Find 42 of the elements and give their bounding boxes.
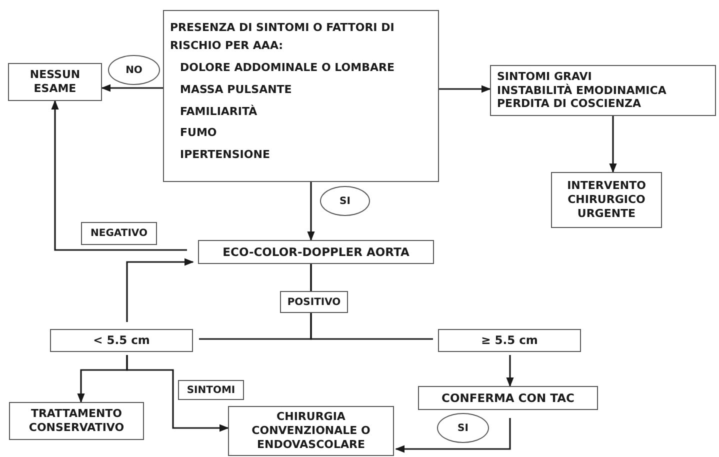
node-text: NESSUN ESAME [28,68,82,96]
flow-box [50,329,193,352]
node-text: TRATTAMENTO CONSERVATIVO [28,407,126,435]
node-text: ECO-COLOR-DOPPLER AORTA [222,244,410,260]
flow-box [9,402,144,440]
edge-label: POSITIVO [280,291,348,313]
edge-label: SINTOMI [178,380,244,400]
connector-arrow [506,355,514,387]
connector-arrow [101,84,163,92]
flow-box [490,65,716,116]
connector-arrow [439,85,491,93]
list-item: FUMO [179,126,217,140]
edge-label: SI [320,186,370,216]
node-text: CONFERMA CON TAC [442,390,574,406]
flow-box [228,406,394,456]
connector-arrow [395,418,511,453]
heading-text: PRESENZA DI SINTOMI O FATTORI DI RISCHIO PER AAA: [170,20,396,54]
flow-box [198,240,434,264]
node-text: SINTOMI GRAVI [497,70,592,84]
node-text: INTERVENTO CHIRURGICO URGENTE [566,179,647,221]
node-text: CHIRURGIA CONVENZIONALE O ENDOVASCOLARE [250,410,372,452]
node-text: PERDITA DI COSCIENZA [497,97,642,112]
flow-box [438,329,581,352]
node-text: < 5.5 cm [93,333,150,348]
list-item: DOLORE ADDOMINALE O LOMBARE [179,61,394,75]
flow-box [418,386,598,410]
edge-label: NEGATIVO [81,222,157,245]
connector-arrow [609,116,617,173]
edge-label: SI [437,413,489,443]
flow-box [551,172,662,228]
edge-label: NO [108,55,160,85]
connector-arrow [51,100,187,251]
connector-arrow [307,182,315,241]
connector-arrow [126,355,229,432]
list-item: FAMILIARITÀ [179,104,258,118]
flow-box [163,10,439,182]
list-item: MASSA PULSANTE [179,82,292,96]
node-text: INSTABILITÀ EMODINAMICA [497,84,666,98]
list-item: IPERTENSIONE [179,148,270,162]
connector-arrow [126,258,194,322]
flow-box [8,63,102,101]
node-text: ≥ 5.5 cm [481,333,538,348]
